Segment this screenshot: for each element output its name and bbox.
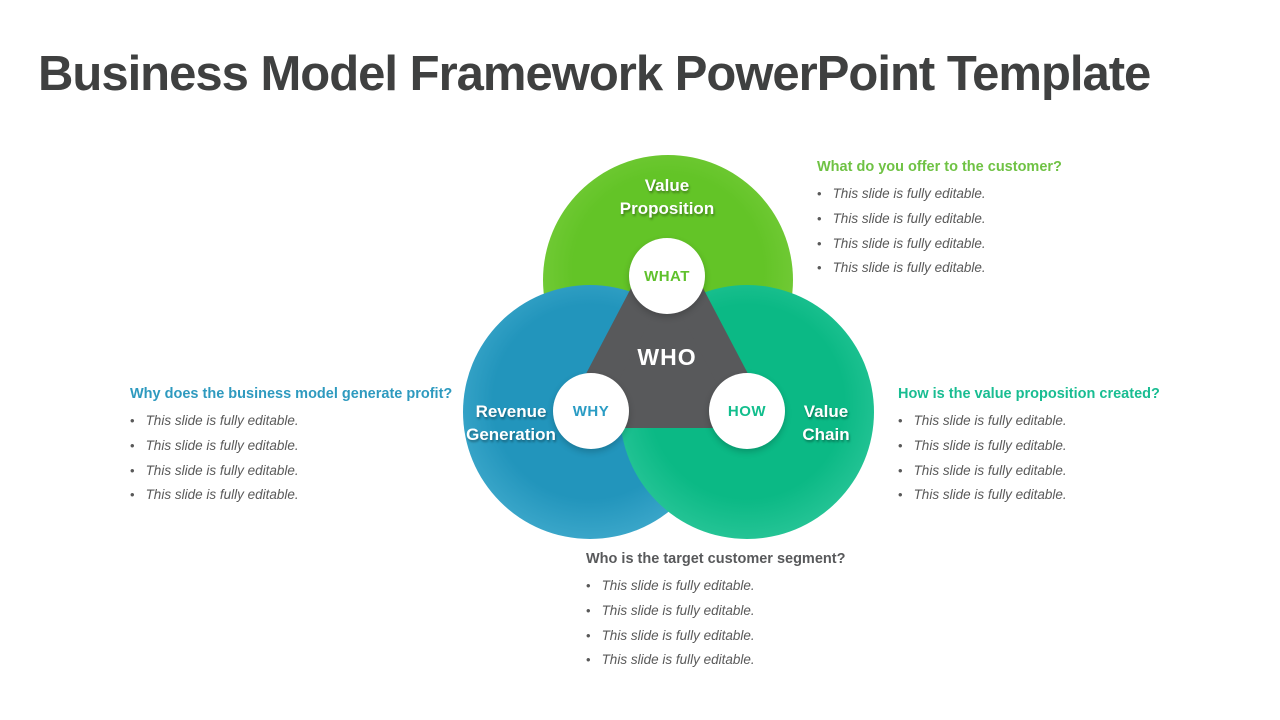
bullet-icon: • [130, 413, 135, 428]
hub-why-label: WHY [572, 402, 610, 420]
bullet-icon: • [817, 235, 822, 251]
list-item: • This slide is fully editable. [898, 459, 1160, 484]
list-item-text: This slide is fully editable. [832, 186, 986, 201]
revenue-generation-label: Revenue Generation [466, 402, 556, 444]
bullet-icon: • [817, 210, 822, 226]
list-item: • This slide is fully editable. [130, 409, 452, 434]
bullet-icon: • [586, 578, 591, 593]
list-item: • This slide is fully editable. [586, 648, 845, 673]
list-item: • This slide is fully editable. [817, 232, 1062, 257]
annotation-who-heading: Who is the target customer segment? [586, 551, 846, 567]
bullet-icon: • [586, 602, 591, 618]
bullet-icon: • [817, 186, 822, 201]
list-item: • This slide is fully editable. [130, 459, 452, 484]
list-item-text: This slide is fully editable. [832, 210, 986, 226]
annotation-what-list: • This slide is fully editable. • This sli… [817, 182, 1062, 281]
annotation-how: How is the value proposition created? • T… [898, 386, 1160, 508]
annotation-how-heading: How is the value proposition created? [898, 386, 1160, 402]
list-item: • This slide is fully editable. [586, 624, 845, 649]
list-item-text: This slide is fully editable. [601, 578, 755, 593]
annotation-why: Why does the business model generate pro… [130, 386, 452, 508]
list-item: • This slide is fully editable. [898, 483, 1160, 508]
list-item-text: This slide is fully editable. [913, 487, 1067, 503]
slide-title: Business Model Framework PowerPoint Temp… [38, 47, 1151, 101]
hub-what-circle[interactable]: WHAT [629, 238, 705, 314]
list-item-text: This slide is fully editable. [832, 260, 986, 276]
bullet-icon: • [817, 260, 822, 276]
list-item: • This slide is fully editable. [898, 409, 1160, 434]
list-item-text: This slide is fully editable. [145, 487, 299, 503]
list-item-text: This slide is fully editable. [601, 602, 755, 618]
annotation-how-list: • This slide is fully editable. • This sli… [898, 409, 1160, 508]
annotation-what: What do you offer to the customer? • This… [817, 159, 1062, 281]
bullet-icon: • [130, 487, 135, 503]
value-chain-label: Value Chain [802, 402, 850, 444]
annotation-why-list: • This slide is fully editable. • This sli… [130, 409, 452, 508]
bullet-icon: • [586, 627, 591, 643]
bullet-icon: • [898, 462, 903, 478]
list-item-text: This slide is fully editable. [913, 462, 1067, 478]
list-item: • This slide is fully editable. [586, 599, 845, 624]
list-item: • This slide is fully editable. [586, 574, 845, 599]
list-item: • This slide is fully editable. [130, 483, 452, 508]
annotation-who-list: • This slide is fully editable. • This sli… [586, 574, 845, 673]
list-item: • This slide is fully editable. [130, 434, 452, 459]
annotation-who: Who is the target customer segment? • Thi… [586, 551, 845, 673]
list-item: • This slide is fully editable. [898, 434, 1160, 459]
annotation-why-heading: Why does the business model generate pro… [130, 386, 453, 402]
list-item-text: This slide is fully editable. [601, 627, 755, 643]
bullet-icon: • [586, 652, 591, 668]
list-item-text: This slide is fully editable. [913, 413, 1067, 428]
list-item: • This slide is fully editable. [817, 207, 1062, 232]
list-item-text: This slide is fully editable. [601, 652, 755, 668]
list-item: • This slide is fully editable. [817, 256, 1062, 281]
list-item-text: This slide is fully editable. [145, 437, 299, 453]
hub-why-circle[interactable]: WHY [553, 373, 629, 449]
list-item-text: This slide is fully editable. [145, 462, 299, 478]
list-item-text: This slide is fully editable. [145, 413, 299, 428]
hub-how-label: HOW [727, 402, 767, 420]
hub-what-label: WHAT [644, 267, 690, 285]
who-label: WHO [637, 344, 697, 370]
bullet-icon: • [130, 437, 135, 453]
bullet-icon: • [898, 413, 903, 428]
annotation-what-heading: What do you offer to the customer? [817, 159, 1062, 175]
bullet-icon: • [898, 487, 903, 503]
bullet-icon: • [130, 462, 135, 478]
hub-how-circle[interactable]: HOW [709, 373, 785, 449]
list-item: • This slide is fully editable. [817, 182, 1062, 207]
value-proposition-label: Value Proposition [619, 176, 715, 218]
list-item-text: This slide is fully editable. [832, 235, 986, 251]
list-item-text: This slide is fully editable. [913, 437, 1067, 453]
bullet-icon: • [898, 437, 903, 453]
